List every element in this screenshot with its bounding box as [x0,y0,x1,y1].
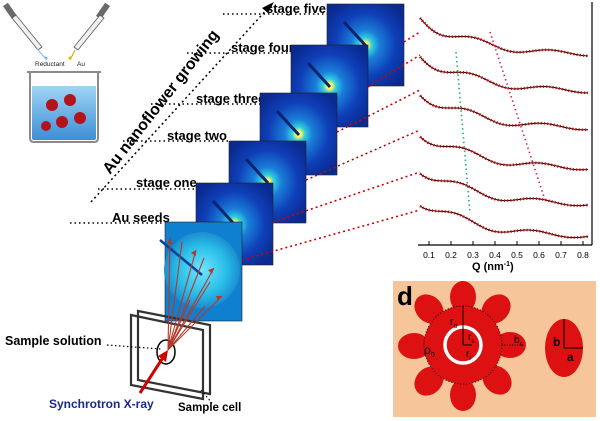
left-pipette-icon [2,2,48,61]
guide-line-pink [489,31,546,201]
nanoparticles-in-solution [41,94,86,131]
x-tick-label: 0.7 [555,250,567,260]
sample-cell-setup: Sample solution Synchrotron X-ray Sample… [5,237,241,414]
x-tick-label: 0.8 [577,250,589,260]
shell-radius-label: rs [468,332,474,345]
synthesis-beaker-illustration: Reductant Au [2,2,111,143]
saxs-curves-plot: 0.1 0.2 0.3 0.4 0.5 0.6 0.7 0.8 Q (nm-1) [418,2,593,273]
stage-label-stage-five: stage five [266,1,326,16]
x-tick-label: 0.6 [533,250,545,260]
fit-curve [419,95,589,131]
stage-label-stage-two: stage two [167,128,227,143]
panel-d-model: d ro rs ri [393,281,596,417]
outer-radius-label: ro [450,316,458,330]
scattered-rays [167,237,223,351]
stage-label-stage-one: stage one [136,175,197,190]
panel-d-label: d [397,281,413,311]
saxs-curves [419,17,589,239]
stage-guide-lines [70,13,328,224]
x-tick-label: 0.3 [467,250,479,260]
au-label: Au [77,61,85,68]
x-tick-marks [428,241,584,245]
radius-markers [462,306,524,346]
growth-arrow [90,2,274,203]
x-tick-label: 0.1 [423,250,435,260]
semi-axis-b-label: b [553,335,560,349]
stage-label-stage-four: stage four [231,40,294,55]
right-pipette-icon [68,2,111,61]
nanoflower-shape [398,281,526,411]
sample-solution-pointer [106,344,162,350]
pattern-to-curve-links [241,31,421,261]
sample-cell-label: Sample cell [178,402,241,414]
synchrotron-beam-arrow [138,350,168,394]
petal-b-label: bs [514,335,523,348]
inner-radius-label: ri [466,349,471,362]
x-tick-label: 0.4 [489,250,501,260]
petal-ellipse-model: b a [545,319,583,377]
scattering-curve [419,55,589,95]
guide-line-green [455,51,471,214]
sample-solution-label: Sample solution [5,334,102,348]
ray-arrowheads [167,238,222,301]
scattering-curve [419,204,589,239]
semi-axis-a-label: a [567,350,574,364]
x-axis-label: Q (nm-1) [472,261,514,273]
reductant-label: Reductant [35,61,65,68]
x-tick-label: 0.5 [511,250,523,260]
density-label: ρ0 [424,343,435,359]
scattering-curve [419,172,589,207]
scattering-curve [419,135,589,172]
scattering-curve [419,94,589,132]
sample-cell-pointer [200,389,213,404]
stage-labels: Au seeds stage one stage two stage three… [112,1,326,225]
synchrotron-x-ray-label: Synchrotron X-ray [49,397,154,411]
model-labels: ro rs ri ρ0 bs [424,316,523,362]
x-tick-labels: 0.1 0.2 0.3 0.4 0.5 0.6 0.7 0.8 [423,250,589,260]
saxs-pattern-au-seeds [159,221,243,322]
stage-label-au-seeds: Au seeds [112,210,170,225]
stage-label-stage-three: stage three [196,91,265,106]
x-tick-label: 0.2 [445,250,457,260]
sample-cell-icon [129,309,212,401]
beaker-icon [27,71,101,143]
scattering-curve [419,17,589,58]
